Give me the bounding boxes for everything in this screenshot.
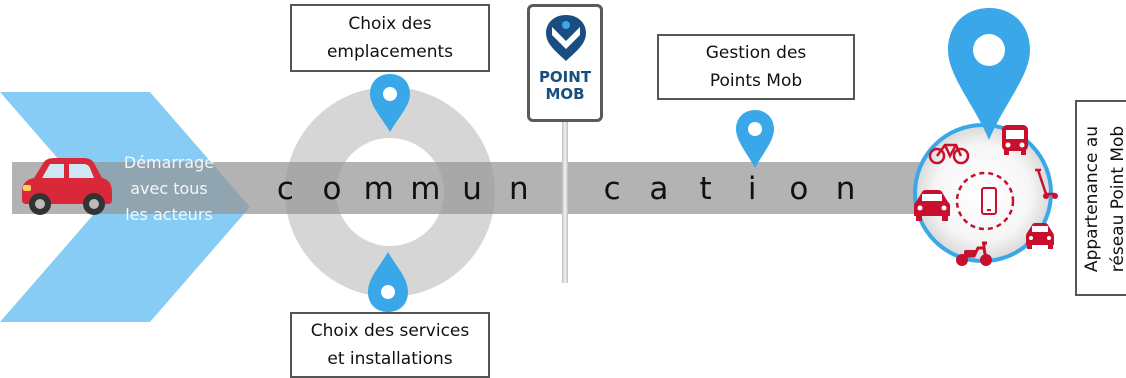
communication-letter: o	[789, 171, 809, 207]
step-line-1: Choix des services	[310, 321, 470, 341]
start-label-line-3: les acteurs	[125, 205, 213, 224]
location-pin-icon	[368, 252, 408, 312]
point-mob-sign: POINT MOB	[527, 4, 603, 122]
communication-letter: n	[508, 171, 529, 207]
location-pin-icon	[370, 74, 410, 132]
bike-icon	[928, 143, 970, 165]
communication-letter: m	[410, 171, 441, 207]
bus-icon	[1002, 125, 1028, 155]
communication-letter: c	[603, 171, 621, 207]
step-line-1: Gestion des	[705, 43, 807, 63]
location-pin-icon	[736, 110, 774, 168]
car-icon	[22, 158, 112, 215]
start-label: Démarrage avec tous les acteurs	[104, 150, 234, 228]
sign-line-2: MOB	[545, 85, 585, 103]
smartphone-icon	[981, 187, 997, 215]
communication-letter: u	[462, 171, 482, 207]
communication-letter: t	[699, 171, 712, 207]
car-icon	[1026, 223, 1054, 249]
step-line-2: et installations	[327, 349, 453, 369]
step-box-gestion: Gestion des Points Mob	[657, 34, 855, 100]
start-label-line-1: Démarrage	[123, 153, 215, 172]
step-box-emplacements: Choix des emplacements	[290, 4, 490, 72]
communication-letter: m	[363, 171, 394, 207]
step-box-appartenance: Appartenance au réseau Point Mob	[1075, 100, 1126, 296]
point-mob-wordmark: POINT MOB	[530, 69, 600, 103]
step-line-1: Choix des	[348, 14, 432, 34]
communication-letter: a	[649, 171, 669, 207]
car-icon	[914, 190, 950, 221]
kick-scooter-icon	[1035, 168, 1058, 199]
point-mob-logo	[546, 15, 586, 61]
communication-letter: n	[835, 171, 856, 207]
start-label-line-2: avec tous	[130, 179, 208, 198]
scooter-icon	[956, 241, 992, 266]
sign-pole	[562, 118, 568, 283]
sign-line-1: POINT	[538, 68, 592, 86]
location-pin-icon	[948, 8, 1030, 140]
communication-letter: c	[276, 171, 294, 207]
step-box-services: Choix des services et installations	[290, 312, 490, 378]
communication-letter: o	[322, 171, 342, 207]
step-line-2: emplacements	[326, 42, 454, 62]
communication-label: c o m m u n i c a t i o n	[262, 166, 869, 212]
communication-letter: i	[747, 171, 757, 207]
step-line-2: Points Mob	[709, 71, 803, 91]
step-line-2: réseau Point Mob	[1108, 125, 1126, 273]
step-line-1: Appartenance au	[1082, 125, 1102, 273]
communication-band	[12, 162, 1012, 214]
